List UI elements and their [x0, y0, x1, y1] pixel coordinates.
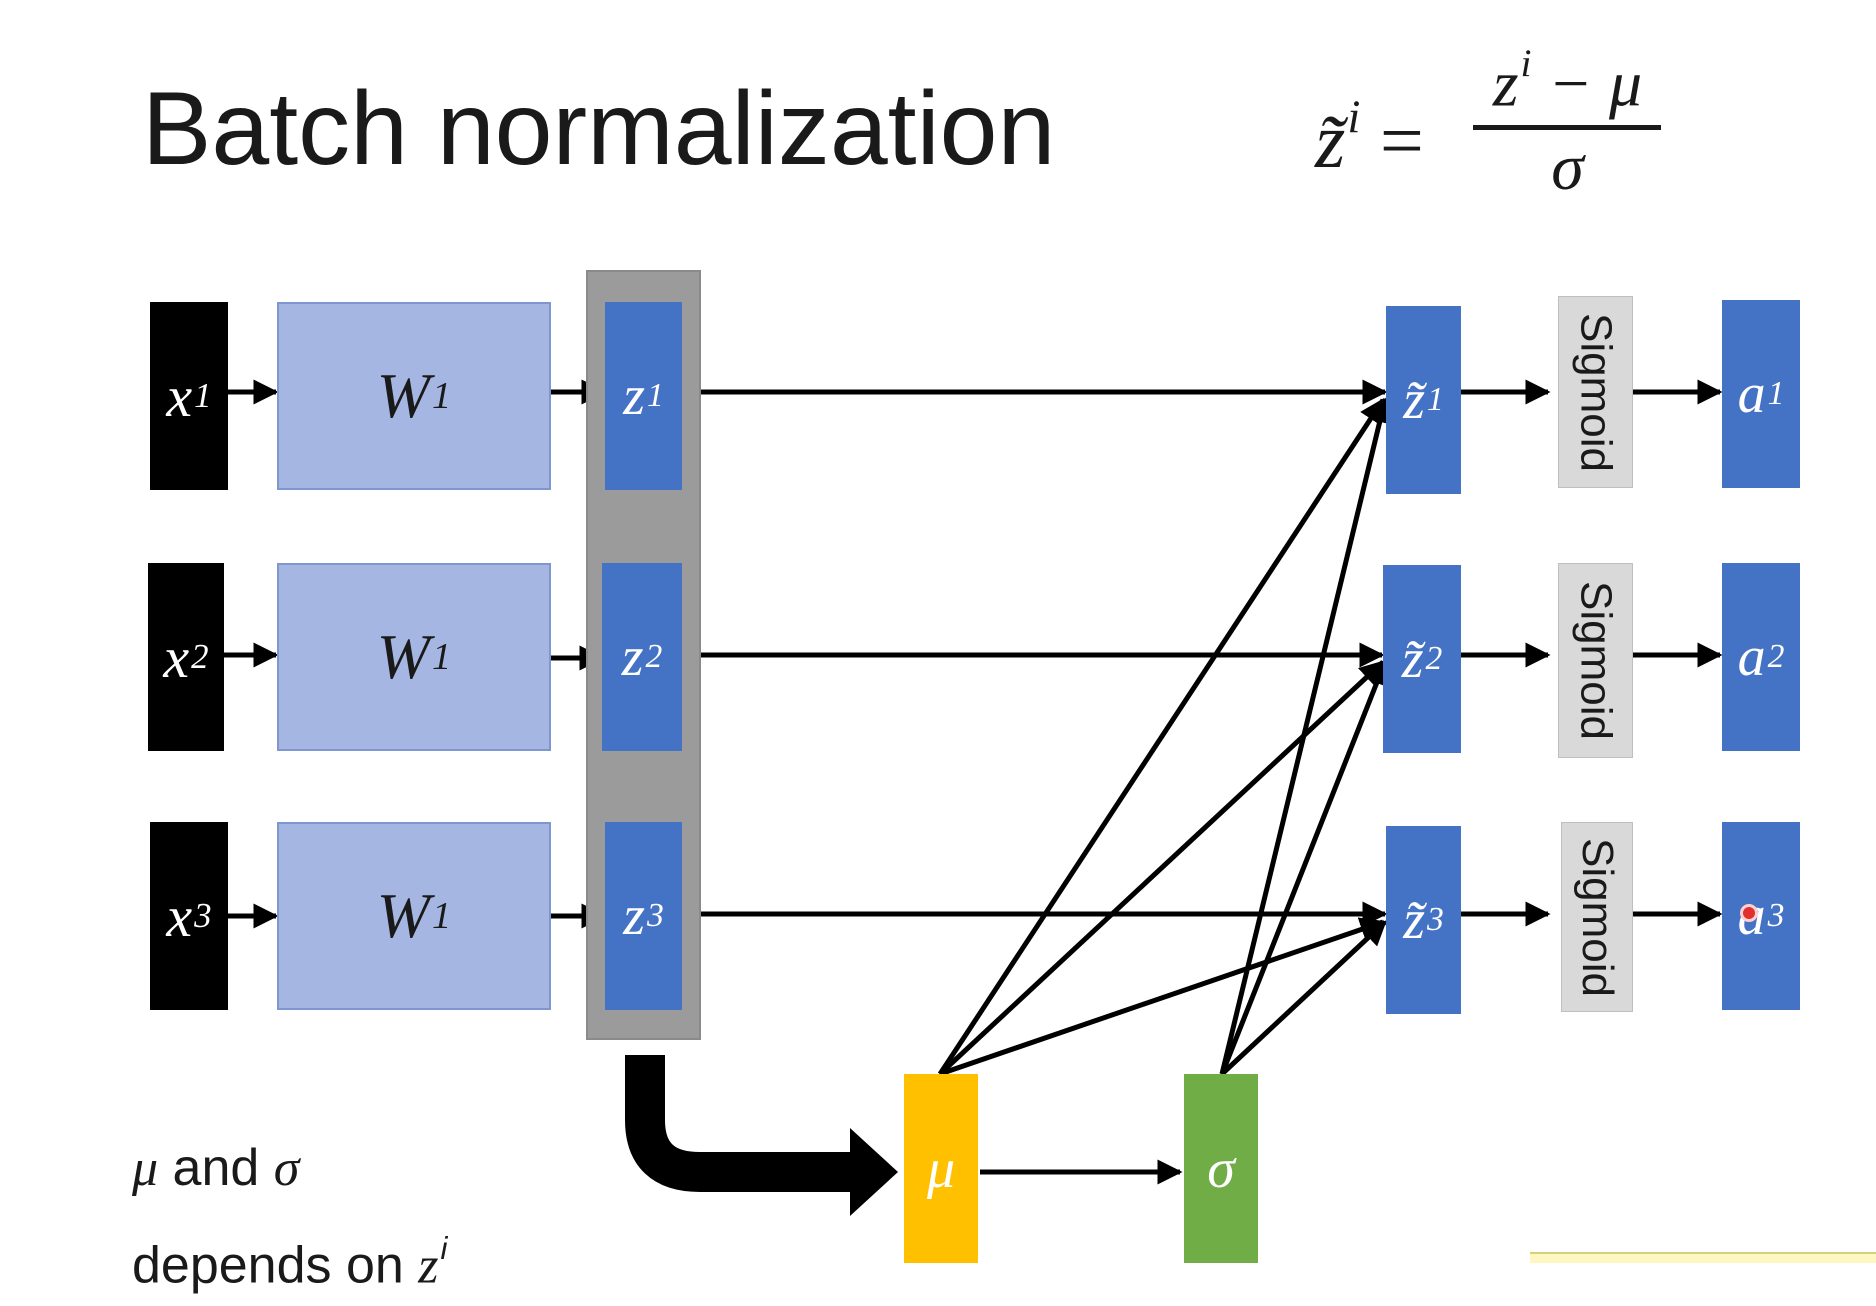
arrow-mu-zt3 — [939, 917, 1386, 1077]
arrow-sigma-zt2 — [1219, 659, 1389, 1075]
arrow-sigma-zt1 — [1219, 397, 1392, 1075]
formula-lhs-sup: i — [1347, 91, 1361, 143]
formula-equals: = — [1379, 97, 1424, 185]
mu-box: μ — [904, 1074, 978, 1263]
sigma-box: σ — [1184, 1074, 1258, 1263]
formula-denominator: σ — [1551, 131, 1584, 204]
z-tilde3-box: z̃3 — [1386, 826, 1461, 1014]
sigmoid3-box: Sigmoid — [1561, 822, 1633, 1012]
formula-num-rest: − μ — [1531, 47, 1643, 121]
big-curved-arrow — [625, 1055, 852, 1192]
z-tilde1-box: z̃1 — [1386, 306, 1461, 494]
big-arrow-head — [850, 1128, 898, 1216]
arrow-mu-zt2 — [938, 660, 1385, 1076]
arrow-mu-zt1 — [937, 397, 1386, 1076]
a3-box: a3 — [1722, 822, 1800, 1010]
formula-num-base: z — [1492, 47, 1519, 121]
note-line2: depends on zi — [132, 1231, 448, 1295]
note-line1: μ and σ — [132, 1139, 300, 1197]
connector-arrows — [223, 379, 1723, 1216]
formula-numerator: zi − μ — [1475, 40, 1660, 123]
fraction-bar — [1473, 125, 1661, 130]
dependency-note: μ and σ depends on zi — [132, 1128, 447, 1306]
z-tilde2-box: z̃2 — [1383, 565, 1461, 753]
formula-num-sup: i — [1520, 41, 1532, 85]
pointer-dot-icon — [1740, 904, 1758, 922]
sigmoid1-box: Sigmoid — [1558, 296, 1633, 488]
sigmoid2-box: Sigmoid — [1558, 563, 1633, 758]
arrow-sigma-zt3 — [1220, 920, 1387, 1076]
formula-lhs-base: z̃ — [1315, 97, 1346, 185]
slide-title: Batch normalization — [142, 71, 1056, 187]
normalization-formula: z̃i = zi − μ σ — [1315, 40, 1675, 220]
formula-lhs: z̃i = — [1315, 90, 1424, 186]
tooltip-fragment — [1530, 1252, 1876, 1263]
